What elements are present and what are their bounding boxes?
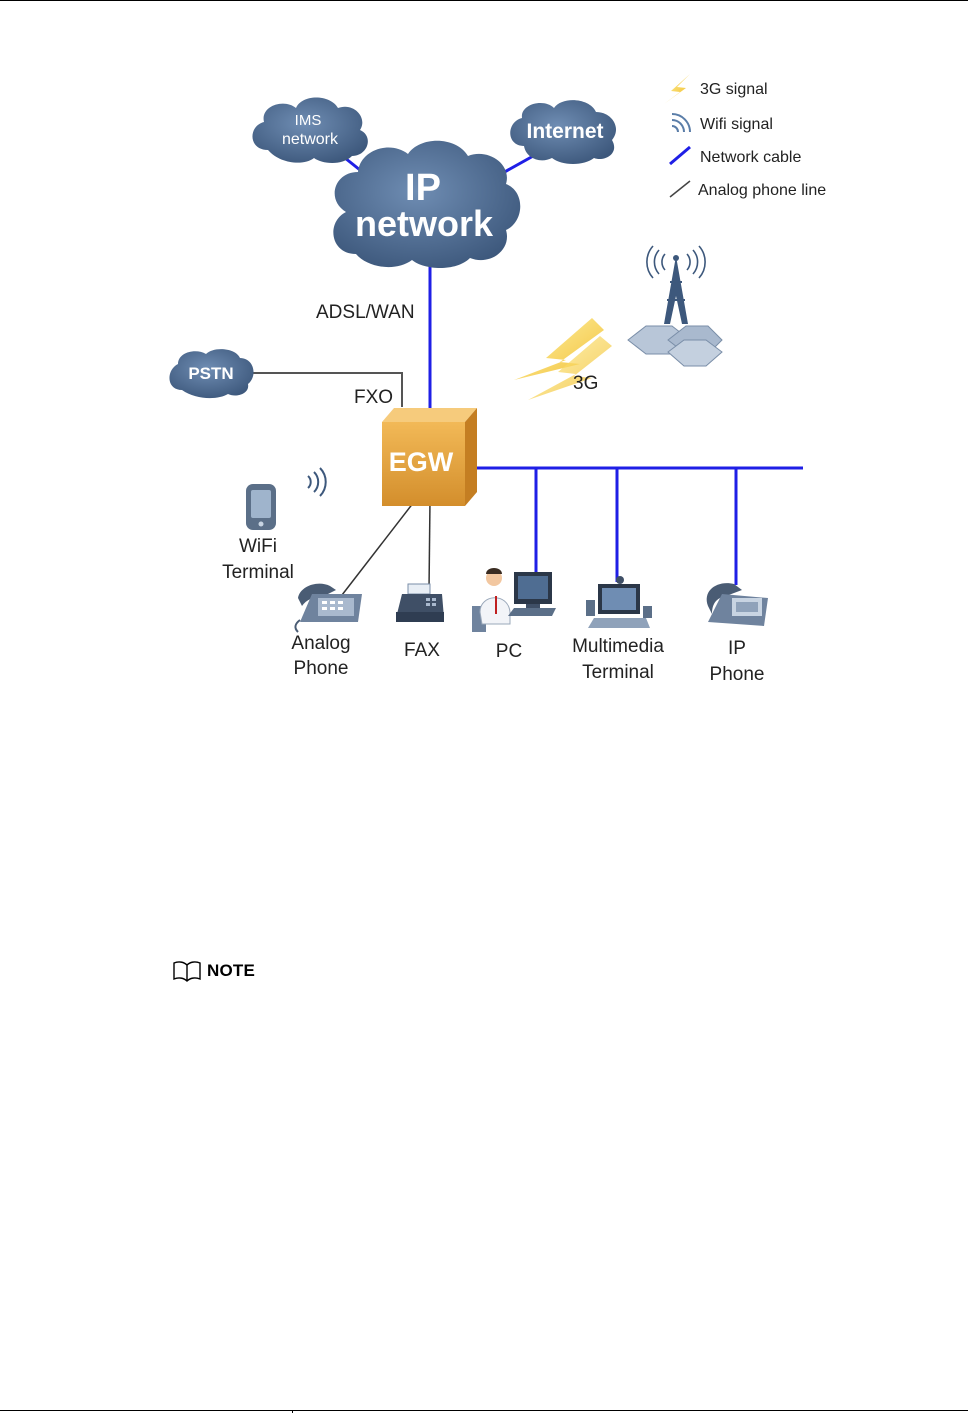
ip-phone-label-1: IP (728, 638, 746, 659)
analog-phone-label-2: Phone (294, 658, 349, 679)
cloud-ip-network: IP network (333, 141, 520, 268)
egw-gateway: EGW (382, 408, 477, 506)
egw-label: EGW (389, 447, 454, 477)
legend-wifi-signal-label: Wifi signal (700, 116, 773, 133)
wifi-terminal-icon (246, 484, 276, 530)
wifi-waves-icon (308, 468, 326, 496)
wifi-terminal-label-1: WiFi (239, 536, 277, 557)
analog-phone-icon (295, 584, 362, 632)
multimedia-terminal-label-2: Terminal (582, 662, 654, 683)
ip-phone-icon (707, 583, 768, 626)
note-heading: NOTE (172, 958, 255, 984)
pc-label: PC (496, 641, 522, 662)
ip-phone-label-2: Phone (710, 664, 765, 685)
cloud-ims: IMS network (252, 98, 367, 164)
cloud-ip-label-2: network (355, 203, 494, 244)
cloud-ims-label-1: IMS (295, 112, 322, 129)
analog-phone-label-1: Analog (291, 633, 350, 654)
fxo-label: FXO (354, 387, 393, 408)
book-icon (172, 960, 202, 982)
label-3g: 3G (573, 373, 598, 394)
network-diagram: 3G signal Wifi signal Network cable Anal… (0, 0, 968, 720)
multimedia-terminal-icon (586, 576, 652, 628)
note-label: NOTE (207, 961, 255, 981)
cloud-pstn-label: PSTN (188, 364, 233, 383)
legend-wifi-signal-icon (672, 114, 690, 132)
pc-icon (472, 568, 556, 632)
legend-3g-signal-label: 3G signal (700, 81, 768, 98)
cell-tower-icon (628, 246, 722, 366)
cloud-internet-label: Internet (526, 120, 603, 143)
multimedia-terminal-label-1: Multimedia (572, 636, 664, 657)
cloud-ims-label-2: network (282, 131, 339, 148)
connections (248, 150, 803, 595)
adsl-wan-label: ADSL/WAN (316, 302, 415, 323)
wifi-terminal-label-2: Terminal (222, 562, 294, 583)
fax-icon (396, 584, 444, 622)
line-to-fax (429, 500, 430, 590)
cloud-pstn: PSTN (169, 349, 253, 398)
line-to-analog-phone (342, 498, 417, 595)
legend-analog-line-label: Analog phone line (698, 182, 826, 199)
legend: 3G signal Wifi signal Network cable Anal… (664, 74, 826, 199)
cloud-internet: Internet (510, 100, 616, 164)
page-bottom-rule (0, 1410, 968, 1411)
legend-network-cable-label: Network cable (700, 149, 801, 166)
legend-network-cable-swatch (670, 147, 690, 164)
fax-label: FAX (404, 640, 440, 661)
legend-3g-signal-icon (664, 74, 690, 104)
legend-analog-line-swatch (670, 181, 690, 197)
